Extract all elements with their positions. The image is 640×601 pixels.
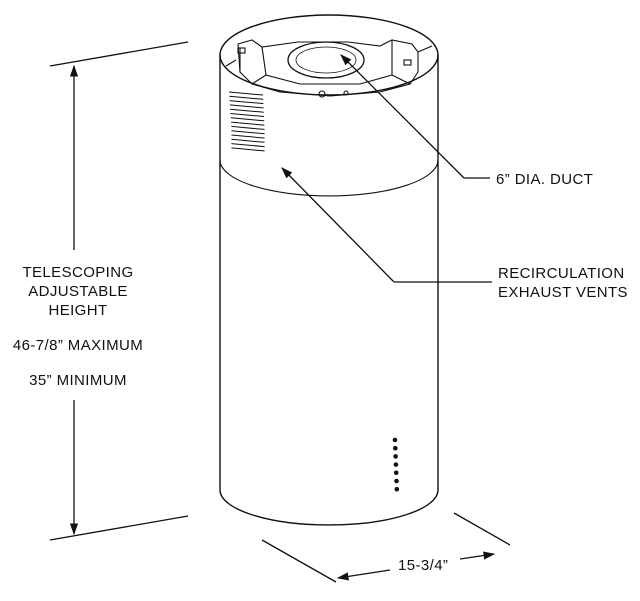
height-label-line-2: ADJUSTABLE: [28, 283, 128, 300]
diameter-label: 15-3/4”: [398, 557, 449, 574]
top-assembly: [225, 39, 433, 98]
vent-slot: [231, 138, 265, 143]
exhaust-vents: [228, 91, 265, 152]
height-dimension: [49, 41, 189, 541]
cylinder-top-rim: [219, 14, 439, 96]
control-button-dot: [393, 462, 399, 467]
diameter-left-extension: [261, 539, 337, 583]
control-button-dot: [393, 470, 399, 476]
vent-slot: [231, 125, 265, 130]
height-label-line-1: TELESCOPING: [22, 264, 134, 281]
duct-diameter-label: 6” DIA. DUCT: [496, 171, 594, 188]
height-minimum-label: 35” MINIMUM: [29, 372, 127, 389]
vent-slot: [229, 95, 264, 100]
control-button-dot: [393, 454, 398, 459]
vent-slot: [228, 91, 264, 96]
diameter-dimension: [261, 512, 511, 583]
control-button-dot: [393, 445, 398, 451]
vent-slot: [231, 134, 265, 139]
diameter-right-extension: [453, 512, 511, 546]
duct-leader-line: [340, 54, 490, 179]
height-maximum-label: 46-7/8” MAXIMUM: [12, 337, 144, 354]
vent-slot: [230, 113, 265, 117]
vent-slot: [231, 130, 265, 135]
vents-label-line-1: RECIRCULATION: [498, 265, 625, 282]
control-button-dot: [394, 486, 400, 492]
vent-slot: [231, 121, 265, 126]
telescoping-seam: [219, 159, 439, 197]
diameter-arrow-right: [459, 551, 496, 560]
vent-slot: [230, 117, 265, 122]
vents-leader-line: [281, 167, 492, 283]
control-button-dot: [392, 437, 398, 443]
diameter-arrow-left: [336, 569, 391, 581]
vent-slot: [229, 100, 264, 105]
hood-cylinder: [219, 14, 439, 526]
height-bottom-extension: [49, 515, 189, 541]
height-top-extension: [49, 41, 189, 67]
height-label-line-3: HEIGHT: [48, 302, 108, 319]
cylinder-outline: [219, 55, 439, 526]
vent-slot: [229, 104, 264, 109]
control-dots: [392, 437, 400, 492]
duct-opening: [287, 41, 365, 79]
vent-slot: [231, 143, 265, 148]
vents-label-line-2: EXHAUST VENTS: [498, 284, 628, 301]
vent-slot: [230, 108, 264, 113]
control-button-dot: [394, 478, 399, 484]
vent-slot: [231, 147, 265, 152]
